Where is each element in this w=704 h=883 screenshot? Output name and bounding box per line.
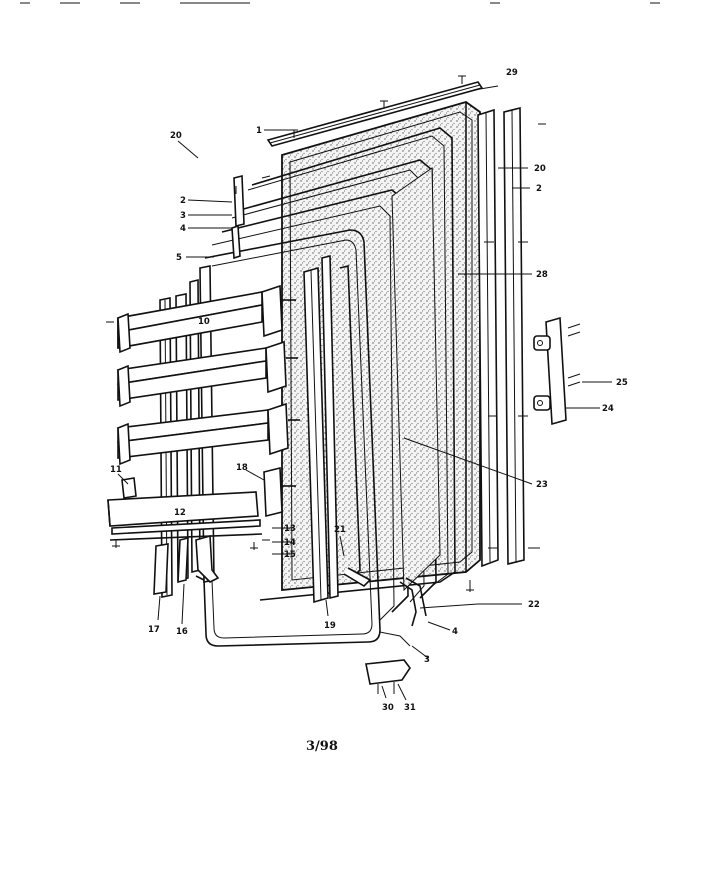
- handle-screws: [567, 323, 581, 387]
- label-16: 16: [176, 627, 188, 637]
- top-trim-strip: [266, 81, 484, 147]
- door-shelf-1: [117, 284, 296, 354]
- door-shelf-3: [117, 402, 300, 466]
- screw-markers: [106, 75, 546, 592]
- label-5: 5: [176, 253, 182, 263]
- door-gasket-frame: [195, 229, 381, 647]
- label-20-right: 20: [534, 164, 546, 174]
- part-labels: 29 1 20 20 2 2 3 4 5 28 10 25 24 23 11 1…: [110, 68, 628, 713]
- door-handle: [533, 316, 567, 426]
- bracket-11: [121, 477, 137, 499]
- label-15: 15: [284, 550, 296, 560]
- bottom-shelf: [107, 491, 263, 541]
- label-30: 30: [382, 703, 394, 713]
- label-10: 10: [198, 317, 210, 327]
- label-31: 31: [404, 703, 416, 713]
- label-22: 22: [528, 600, 540, 610]
- lower-part-17: [153, 543, 169, 595]
- bottom-corner-gasket: [379, 577, 427, 647]
- label-1: 1: [256, 126, 262, 136]
- label-12: 12: [174, 508, 186, 518]
- lower-part-16: [177, 536, 189, 584]
- leader-lines: [117, 85, 612, 701]
- label-18: 18: [236, 463, 248, 473]
- label-11: 11: [110, 465, 122, 475]
- hinge-cover: [365, 659, 411, 694]
- vertical-strip-21: [339, 264, 372, 588]
- label-13: 13: [284, 524, 296, 534]
- label-3-upper: 3: [180, 211, 186, 221]
- shelf-bracket: [263, 466, 296, 518]
- label-2-left: 2: [180, 196, 186, 206]
- label-23: 23: [536, 480, 548, 490]
- label-4-upper: 4: [180, 224, 186, 234]
- label-19: 19: [324, 621, 336, 631]
- label-20-left: 20: [170, 131, 182, 141]
- label-29: 29: [506, 68, 518, 78]
- label-14: 14: [284, 538, 296, 548]
- label-2-right: 2: [536, 184, 542, 194]
- door-shelf-2: [117, 340, 298, 408]
- label-28: 28: [536, 270, 548, 280]
- lower-corner-piece: [195, 534, 220, 583]
- right-side-trim-2: [503, 106, 525, 566]
- footer-code: 3/98: [306, 739, 338, 754]
- vertical-bar-19: [303, 254, 339, 604]
- label-17: 17: [148, 625, 160, 635]
- label-4-lower: 4: [452, 627, 458, 637]
- label-24: 24: [602, 404, 614, 414]
- label-3-lower: 3: [424, 655, 430, 665]
- right-side-trim-20: [477, 108, 499, 568]
- label-21: 21: [334, 525, 346, 535]
- inner-liner-frames: [211, 127, 456, 621]
- label-25: 25: [616, 378, 628, 388]
